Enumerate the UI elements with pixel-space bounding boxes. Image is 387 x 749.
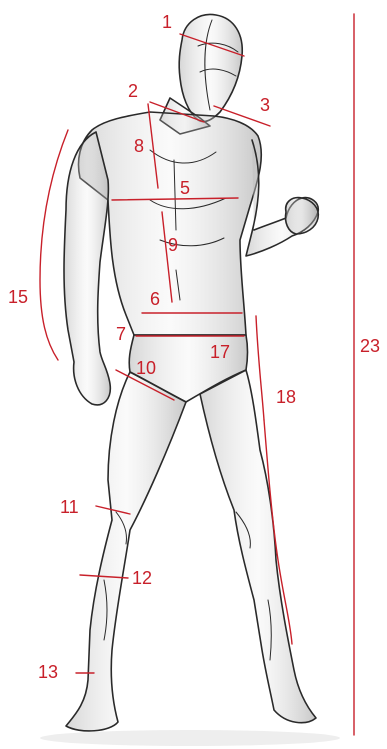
label-10: 10	[136, 358, 156, 378]
label-23: 23	[360, 336, 380, 356]
left-leg-sketch	[66, 372, 186, 731]
label-11: 11	[60, 497, 79, 517]
label-17: 17	[210, 342, 230, 362]
head-sketch	[179, 14, 242, 121]
figure-sketch	[40, 14, 340, 746]
right-arm-sketch	[246, 140, 318, 256]
label-9: 9	[168, 235, 178, 255]
label-6: 6	[150, 289, 160, 309]
label-5: 5	[180, 178, 190, 198]
measure-line-17	[256, 316, 264, 420]
right-leg-sketch	[200, 370, 316, 723]
label-1: 1	[162, 12, 172, 32]
label-7: 7	[116, 324, 126, 344]
label-8: 8	[134, 136, 144, 156]
label-3: 3	[260, 95, 270, 115]
floor-shadow-sketch	[40, 730, 340, 746]
label-12: 12	[132, 568, 152, 588]
label-2: 2	[128, 81, 138, 101]
label-13: 13	[38, 662, 58, 682]
label-18: 18	[276, 387, 296, 407]
label-15: 15	[8, 287, 28, 307]
fist-sketch	[285, 198, 318, 234]
left-arm-sketch	[64, 132, 110, 405]
